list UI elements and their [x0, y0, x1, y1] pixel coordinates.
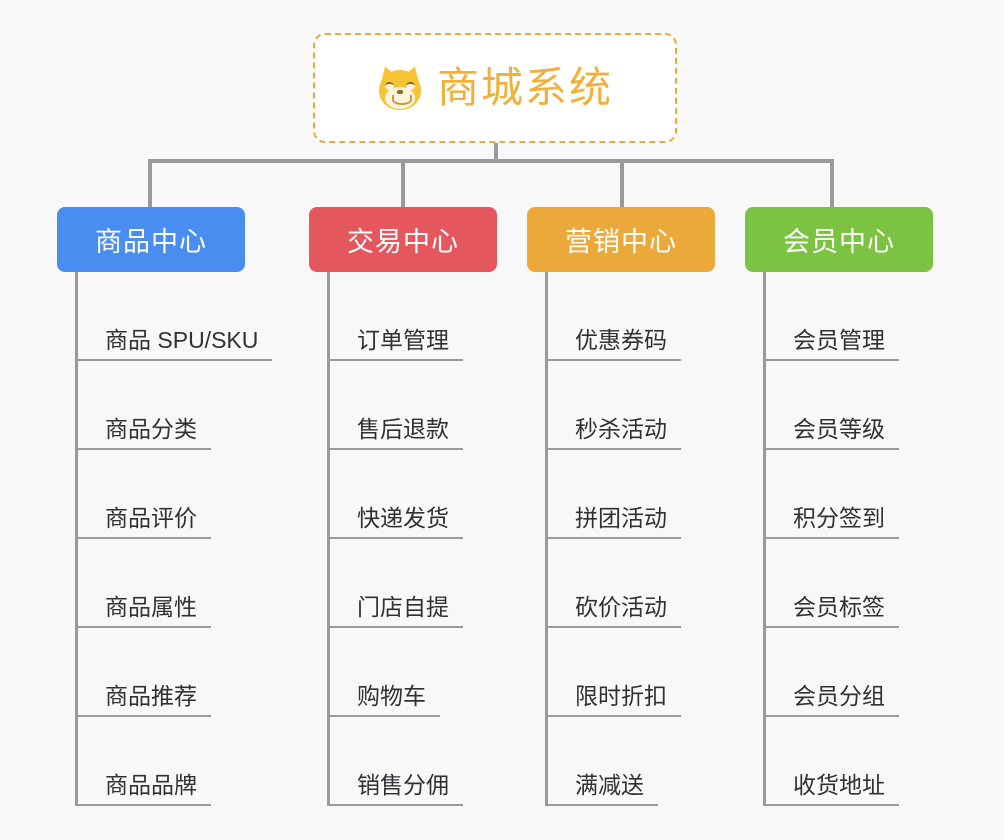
branch-column-2: 交易中心 订单管理 售后退款 快递发货 门店自提 购物车 销售分佣: [309, 207, 497, 806]
branch-trunk-3: [545, 272, 548, 806]
branch-header-label: 交易中心: [347, 227, 459, 257]
branch-item[interactable]: 门店自提: [327, 539, 463, 628]
branch-header-label: 会员中心: [783, 227, 895, 257]
branch-trunk-1: [75, 272, 78, 806]
branch-item[interactable]: 售后退款: [327, 361, 463, 450]
branch-header-3[interactable]: 营销中心: [527, 207, 715, 272]
connector-drop-3: [620, 159, 624, 209]
branch-item[interactable]: 购物车: [327, 628, 440, 717]
branch-item[interactable]: 拼团活动: [545, 450, 681, 539]
branch-header-label: 营销中心: [565, 227, 677, 257]
branch-item-label: 砍价活动: [575, 593, 667, 620]
branch-header-label: 商品中心: [95, 227, 207, 257]
branch-item-label: 销售分佣: [357, 771, 449, 798]
branch-item[interactable]: 商品推荐: [75, 628, 211, 717]
connector-root-stem: [494, 143, 498, 163]
branch-item-label: 商品属性: [105, 593, 197, 620]
branch-item[interactable]: 限时折扣: [545, 628, 681, 717]
branch-item[interactable]: 会员等级: [763, 361, 899, 450]
branch-item[interactable]: 优惠券码: [545, 272, 681, 361]
branch-item[interactable]: 砍价活动: [545, 539, 681, 628]
branch-trunk-4: [763, 272, 766, 806]
branch-item[interactable]: 商品 SPU/SKU: [75, 272, 273, 361]
branch-item[interactable]: 积分签到: [763, 450, 899, 539]
connector-drop-1: [148, 159, 152, 209]
connector-drop-2: [401, 159, 405, 209]
branch-item[interactable]: 会员管理: [763, 272, 899, 361]
branch-item-label: 会员等级: [793, 415, 885, 442]
branch-item-label: 商品评价: [105, 504, 197, 531]
branch-item[interactable]: 销售分佣: [327, 717, 463, 806]
branch-item[interactable]: 会员标签: [763, 539, 899, 628]
root-title: 商城系统: [436, 64, 613, 111]
branch-item-label: 会员分组: [793, 682, 885, 709]
branch-item-label: 商品推荐: [105, 682, 197, 709]
branch-item-label: 限时折扣: [575, 682, 667, 709]
branch-item[interactable]: 满减送: [545, 717, 658, 806]
branch-trunk-2: [327, 272, 330, 806]
branch-item-label: 快递发货: [357, 504, 449, 531]
branch-item-label: 会员管理: [793, 326, 885, 353]
branch-item-label: 商品品牌: [105, 771, 197, 798]
branch-header-4[interactable]: 会员中心: [745, 207, 933, 272]
branch-item-label: 优惠券码: [575, 326, 667, 353]
branch-item[interactable]: 订单管理: [327, 272, 463, 361]
branch-item[interactable]: 商品属性: [75, 539, 211, 628]
branch-item-label: 秒杀活动: [575, 415, 667, 442]
branch-item-label: 积分签到: [793, 504, 885, 531]
shiba-dog-icon: [377, 63, 423, 111]
branch-item-label: 满减送: [575, 771, 644, 798]
branch-item[interactable]: 快递发货: [327, 450, 463, 539]
branch-column-4: 会员中心 会员管理 会员等级 积分签到 会员标签 会员分组 收货地址: [745, 207, 933, 806]
branch-item[interactable]: 收货地址: [763, 717, 899, 806]
branch-item[interactable]: 商品评价: [75, 450, 211, 539]
root-node[interactable]: 商城系统: [313, 33, 677, 143]
branch-item-label: 会员标签: [793, 593, 885, 620]
branch-column-3: 营销中心 优惠券码 秒杀活动 拼团活动 砍价活动 限时折扣 满减送: [527, 207, 715, 806]
branch-item-label: 商品 SPU/SKU: [105, 326, 259, 353]
branch-item[interactable]: 商品分类: [75, 361, 211, 450]
branch-item-label: 商品分类: [105, 415, 197, 442]
branch-header-1[interactable]: 商品中心: [57, 207, 245, 272]
branch-item-label: 购物车: [357, 682, 426, 709]
branch-item[interactable]: 秒杀活动: [545, 361, 681, 450]
branch-header-2[interactable]: 交易中心: [309, 207, 497, 272]
branch-item[interactable]: 会员分组: [763, 628, 899, 717]
connector-drop-4: [830, 159, 834, 209]
branch-item-label: 门店自提: [357, 593, 449, 620]
branch-item[interactable]: 商品品牌: [75, 717, 211, 806]
branch-item-label: 订单管理: [357, 326, 449, 353]
branch-item-label: 售后退款: [357, 415, 449, 442]
connector-horizontal-bus: [148, 159, 834, 163]
branch-item-label: 拼团活动: [575, 504, 667, 531]
branch-column-1: 商品中心 商品 SPU/SKU 商品分类 商品评价 商品属性 商品推荐 商品品牌: [57, 207, 273, 806]
branch-item-label: 收货地址: [793, 771, 885, 798]
